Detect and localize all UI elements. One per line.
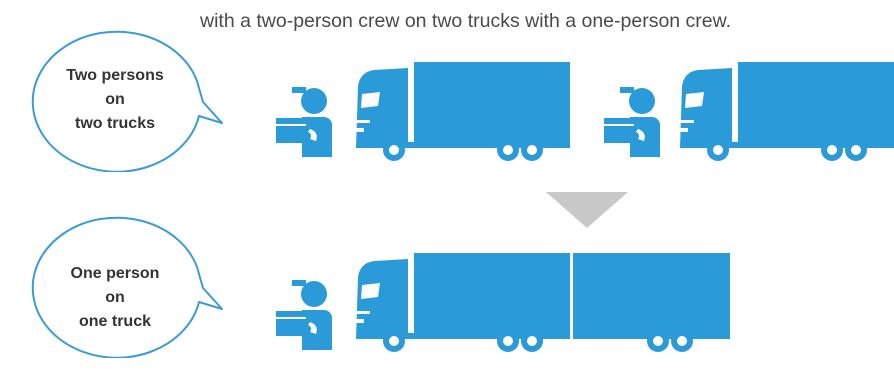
caption-text: with a two-person crew on two trucks wit…: [200, 10, 880, 32]
speech-bubble-two-persons: Two persons on two trucks: [0, 22, 230, 172]
bubble-line-3: two trucks: [40, 112, 190, 136]
bubble-line-2: on: [40, 286, 190, 310]
delivery-worker-icon: [600, 85, 660, 157]
bubble-label: One person on one truck: [40, 262, 190, 334]
truck-icon: [676, 62, 894, 162]
delivery-worker-icon: [272, 278, 332, 350]
delivery-worker-icon: [272, 85, 332, 157]
bubble-label: Two persons on two trucks: [40, 64, 190, 136]
bubble-line-1: Two persons: [40, 64, 190, 88]
bubble-line-3: one truck: [40, 310, 190, 334]
bubble-line-1: One person: [40, 262, 190, 286]
bubble-line-2: on: [40, 88, 190, 112]
speech-bubble-one-person: One person on one truck: [0, 208, 230, 358]
truck-icon: [352, 62, 572, 162]
down-triangle-icon: [546, 192, 628, 228]
double-trailer-truck-icon: [352, 253, 732, 353]
